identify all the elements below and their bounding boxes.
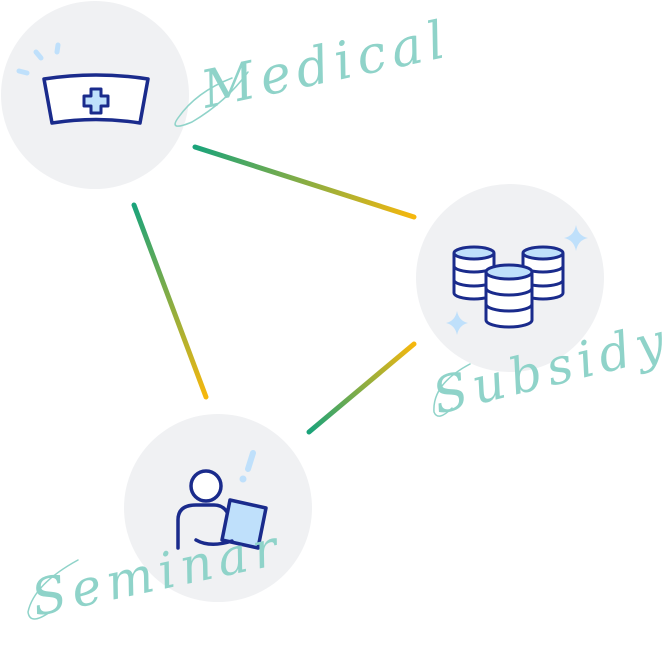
label-medical-group: Medical	[174, 9, 456, 127]
label-subsidy-flourish	[433, 363, 471, 417]
node-subsidy	[416, 184, 604, 372]
nurse-cap-icon	[16, 42, 150, 125]
node-medical	[1, 1, 189, 189]
seminar-circle	[124, 414, 312, 602]
label-seminar-flourish	[27, 559, 79, 620]
coin-stack-icon	[446, 225, 588, 335]
connection-medical-seminar	[131, 202, 209, 400]
presenter-icon	[176, 450, 268, 550]
label-medical-flourish	[174, 71, 249, 127]
label-medical: Medical	[195, 9, 456, 120]
node-seminar	[124, 414, 312, 602]
connection-subsidy-seminar	[306, 341, 417, 435]
connection-medical-subsidy	[192, 144, 417, 220]
